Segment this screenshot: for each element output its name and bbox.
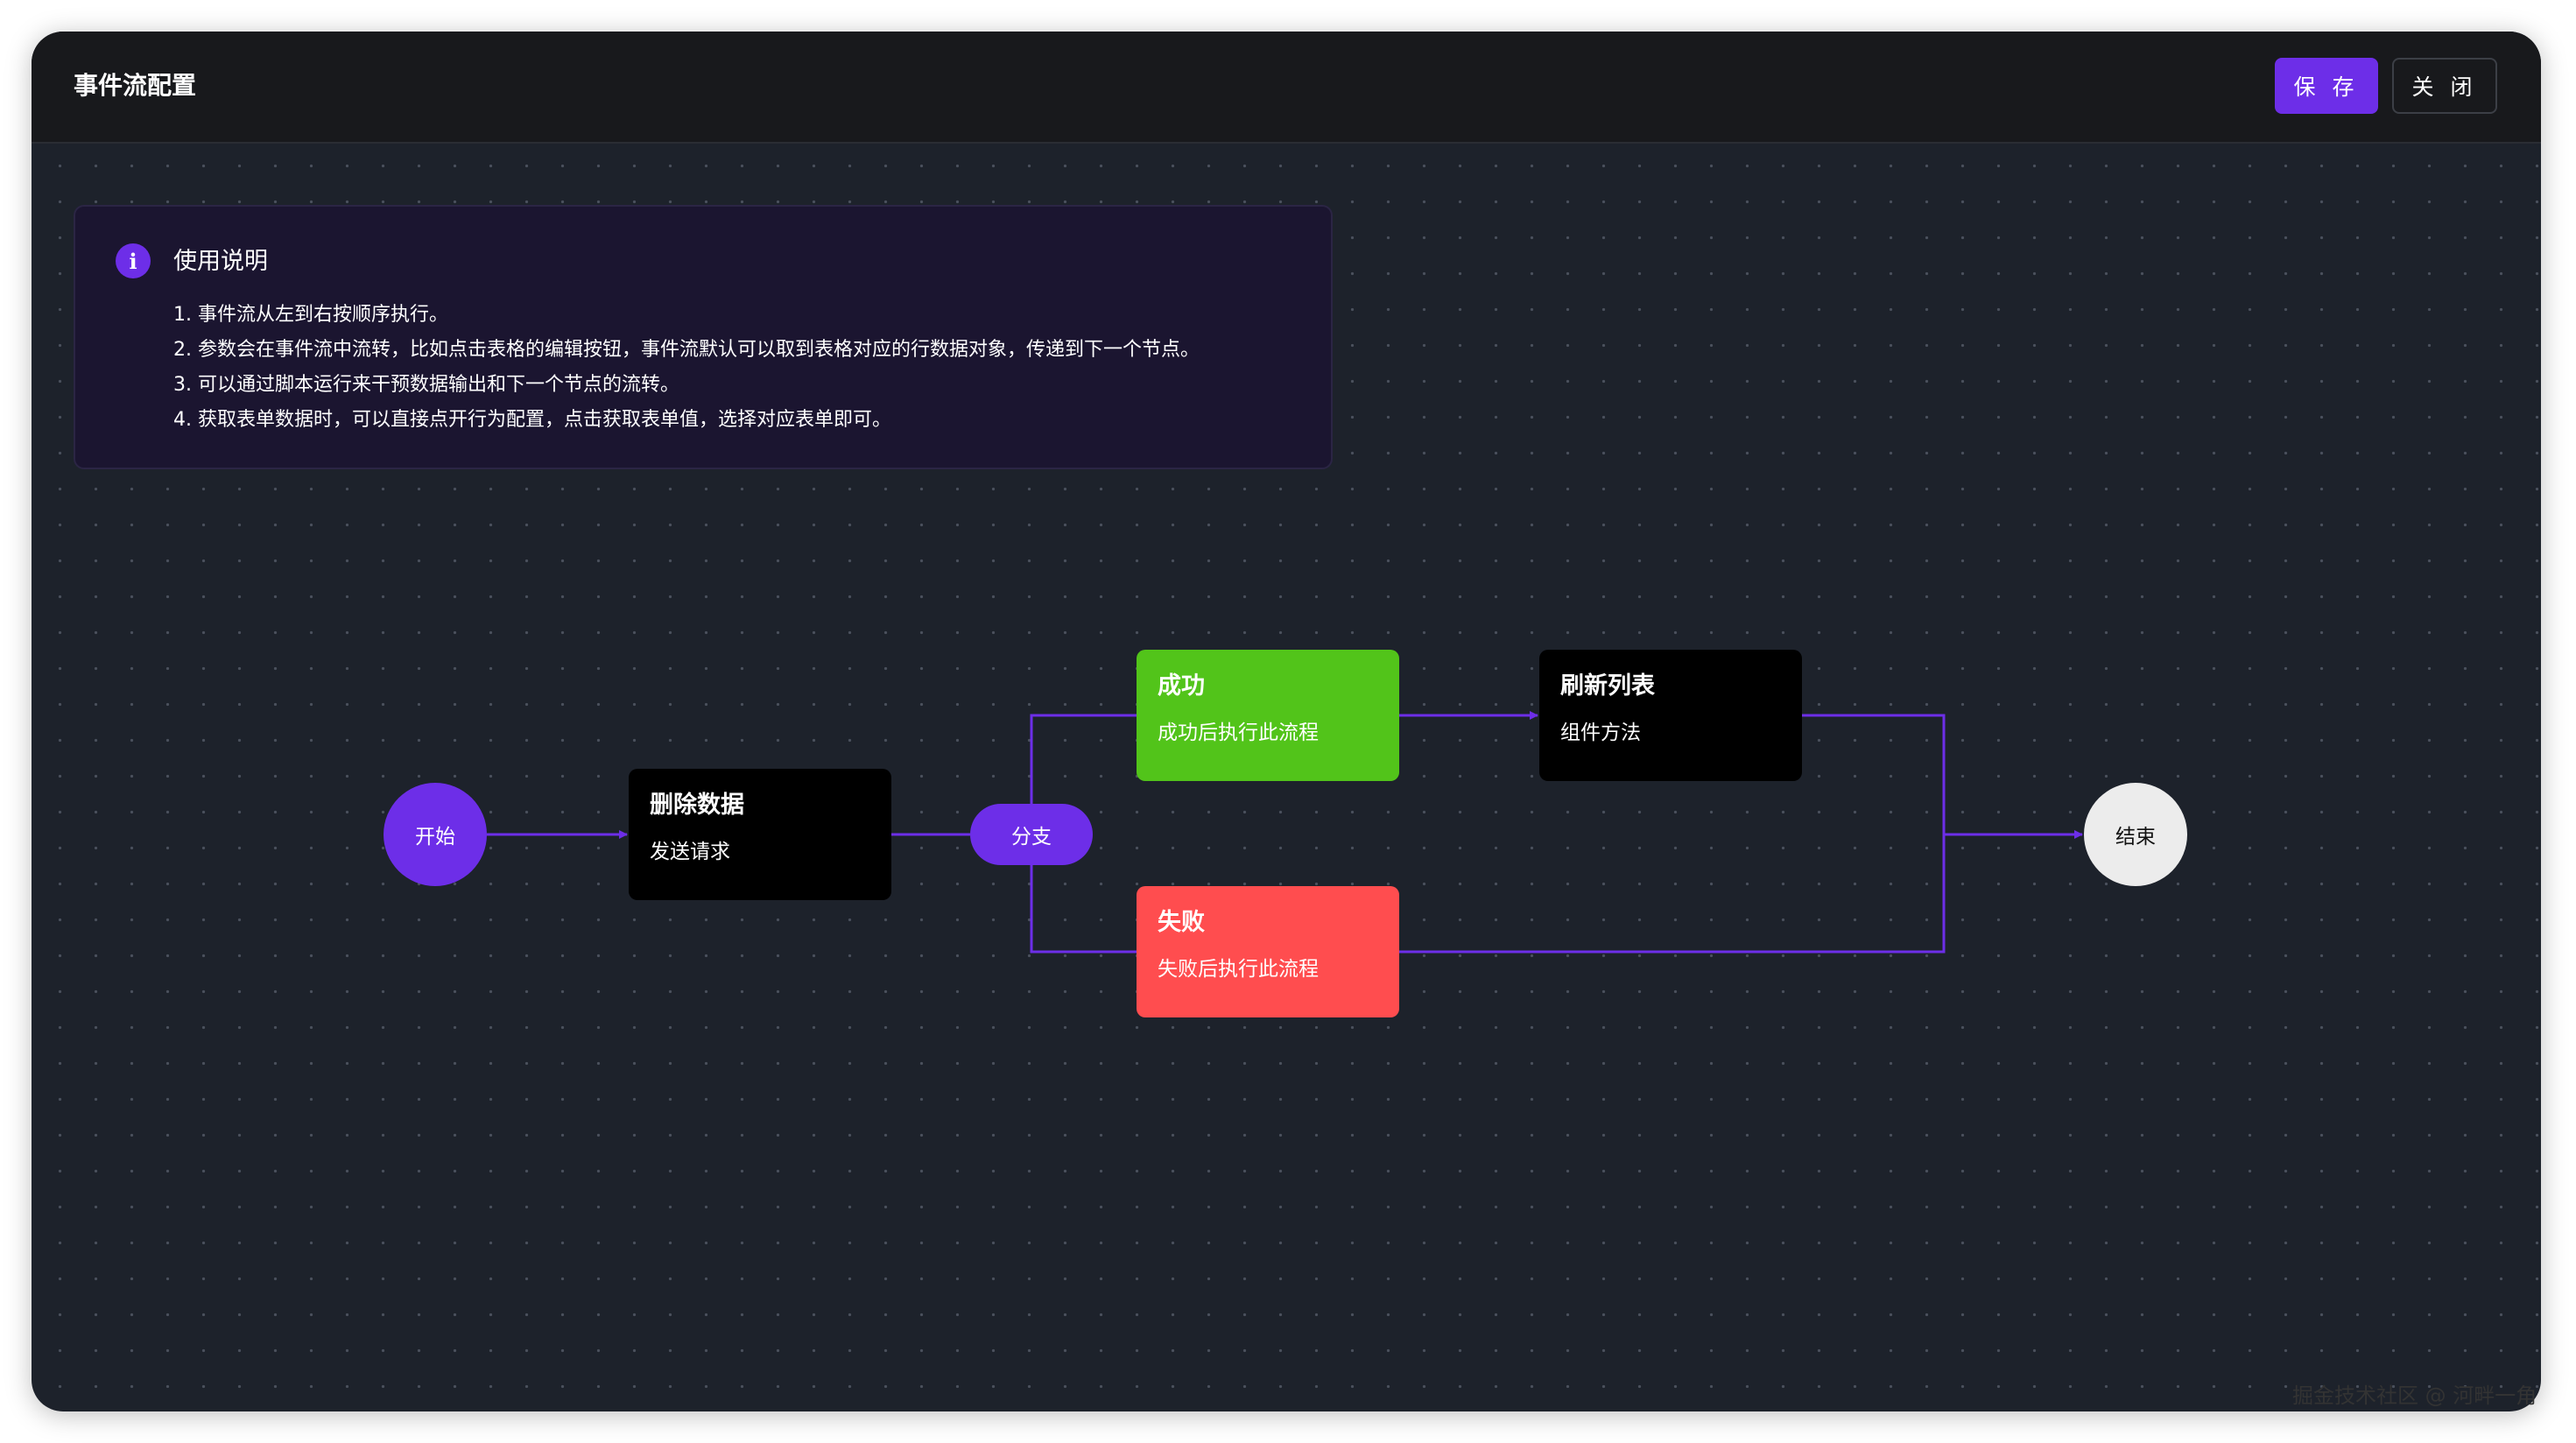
node-title: 失败	[1158, 909, 1205, 936]
node-subtitle: 发送请求	[650, 841, 730, 863]
instruction-item: 3. 可以通过脚本运行来干预数据输出和下一个节点的流转。	[173, 374, 679, 396]
branch-node[interactable]: 分支	[970, 804, 1093, 865]
title-bar: 事件流配置 保 存 关 闭	[32, 32, 2541, 144]
edge-branch-fail	[1030, 865, 1137, 954]
instruction-item: 2. 参数会在事件流中流转，比如点击表格的编辑按钮，事件流默认可以取到表格对应的…	[173, 339, 1200, 361]
watermark: 掘金技术社区 @ 河畔一角	[2292, 1383, 2537, 1408]
node-subtitle: 组件方法	[1560, 722, 1641, 744]
edge-branch-success	[1030, 714, 1137, 804]
page-title: 事件流配置	[74, 71, 197, 100]
info-title: 使用说明	[173, 248, 268, 275]
fail-node[interactable]: 失败 失败后执行此流程	[1137, 886, 1399, 1017]
instructions-list: 1. 事件流从左到右按顺序执行。 2. 参数会在事件流中流转，比如点击表格的编辑…	[173, 298, 1200, 438]
end-node[interactable]: 结束	[2084, 783, 2187, 886]
instruction-item: 1. 事件流从左到右按顺序执行。	[173, 304, 448, 326]
success-node[interactable]: 成功 成功后执行此流程	[1137, 650, 1399, 781]
delete-data-node[interactable]: 删除数据 发送请求	[629, 769, 891, 900]
node-title: 刷新列表	[1560, 672, 1655, 700]
node-subtitle: 成功后执行此流程	[1158, 722, 1319, 744]
event-flow-window: 事件流配置 保 存 关 闭 i 使用说明 1. 事件流从左到右按顺序执行。 2.…	[32, 32, 2541, 1411]
save-button[interactable]: 保 存	[2275, 58, 2378, 114]
instruction-item: 4. 获取表单数据时，可以直接点开行为配置，点击获取表单值，选择对应表单即可。	[173, 409, 891, 431]
flow-connectors	[487, 711, 2083, 954]
info-icon: i	[116, 243, 151, 278]
start-node[interactable]: 开始	[384, 783, 487, 886]
refresh-list-node[interactable]: 刷新列表 组件方法	[1539, 650, 1802, 781]
node-title: 删除数据	[650, 792, 744, 819]
usage-instructions-panel: i 使用说明 1. 事件流从左到右按顺序执行。 2. 参数会在事件流中流转，比如…	[74, 205, 1333, 469]
node-subtitle: 失败后执行此流程	[1158, 958, 1319, 981]
close-button[interactable]: 关 闭	[2392, 58, 2497, 114]
node-title: 成功	[1158, 672, 1205, 700]
